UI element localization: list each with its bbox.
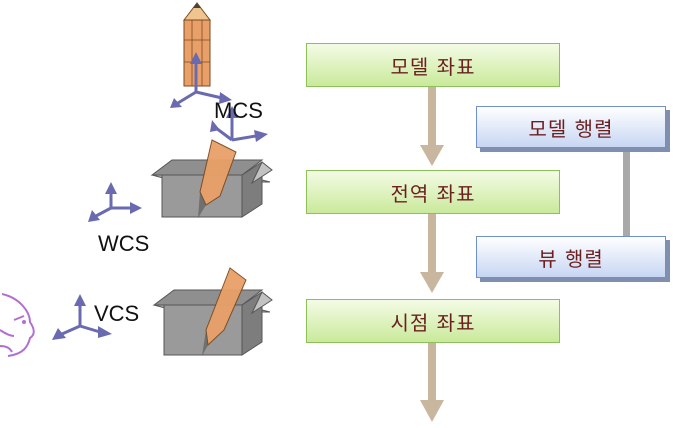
world-coordinates-box: 전역 좌표 [306,170,560,214]
box-with-pencil-icon-2 [152,267,273,356]
model-coordinates-box: 모델 좌표 [306,43,560,87]
eye-icon [0,293,35,357]
box1-axes-icon [210,106,268,142]
mcs-label: MCS [214,98,263,123]
view-coordinates-box: 시점 좌표 [306,299,560,343]
wcs-axes-icon [88,182,142,222]
wcs-label: WCS [98,231,150,256]
flow-arrows [420,85,444,422]
matrix-connector [623,150,630,238]
vcs-label: VCS [94,301,140,326]
model-matrix-box: 모델 행렬 [476,106,666,148]
vcs-axes-icon [52,294,112,340]
mcs-axes-icon [170,52,232,108]
pencil-icon [182,2,212,87]
view-matrix-box: 뷰 행렬 [476,236,666,278]
box-with-pencil-icon [150,139,273,218]
